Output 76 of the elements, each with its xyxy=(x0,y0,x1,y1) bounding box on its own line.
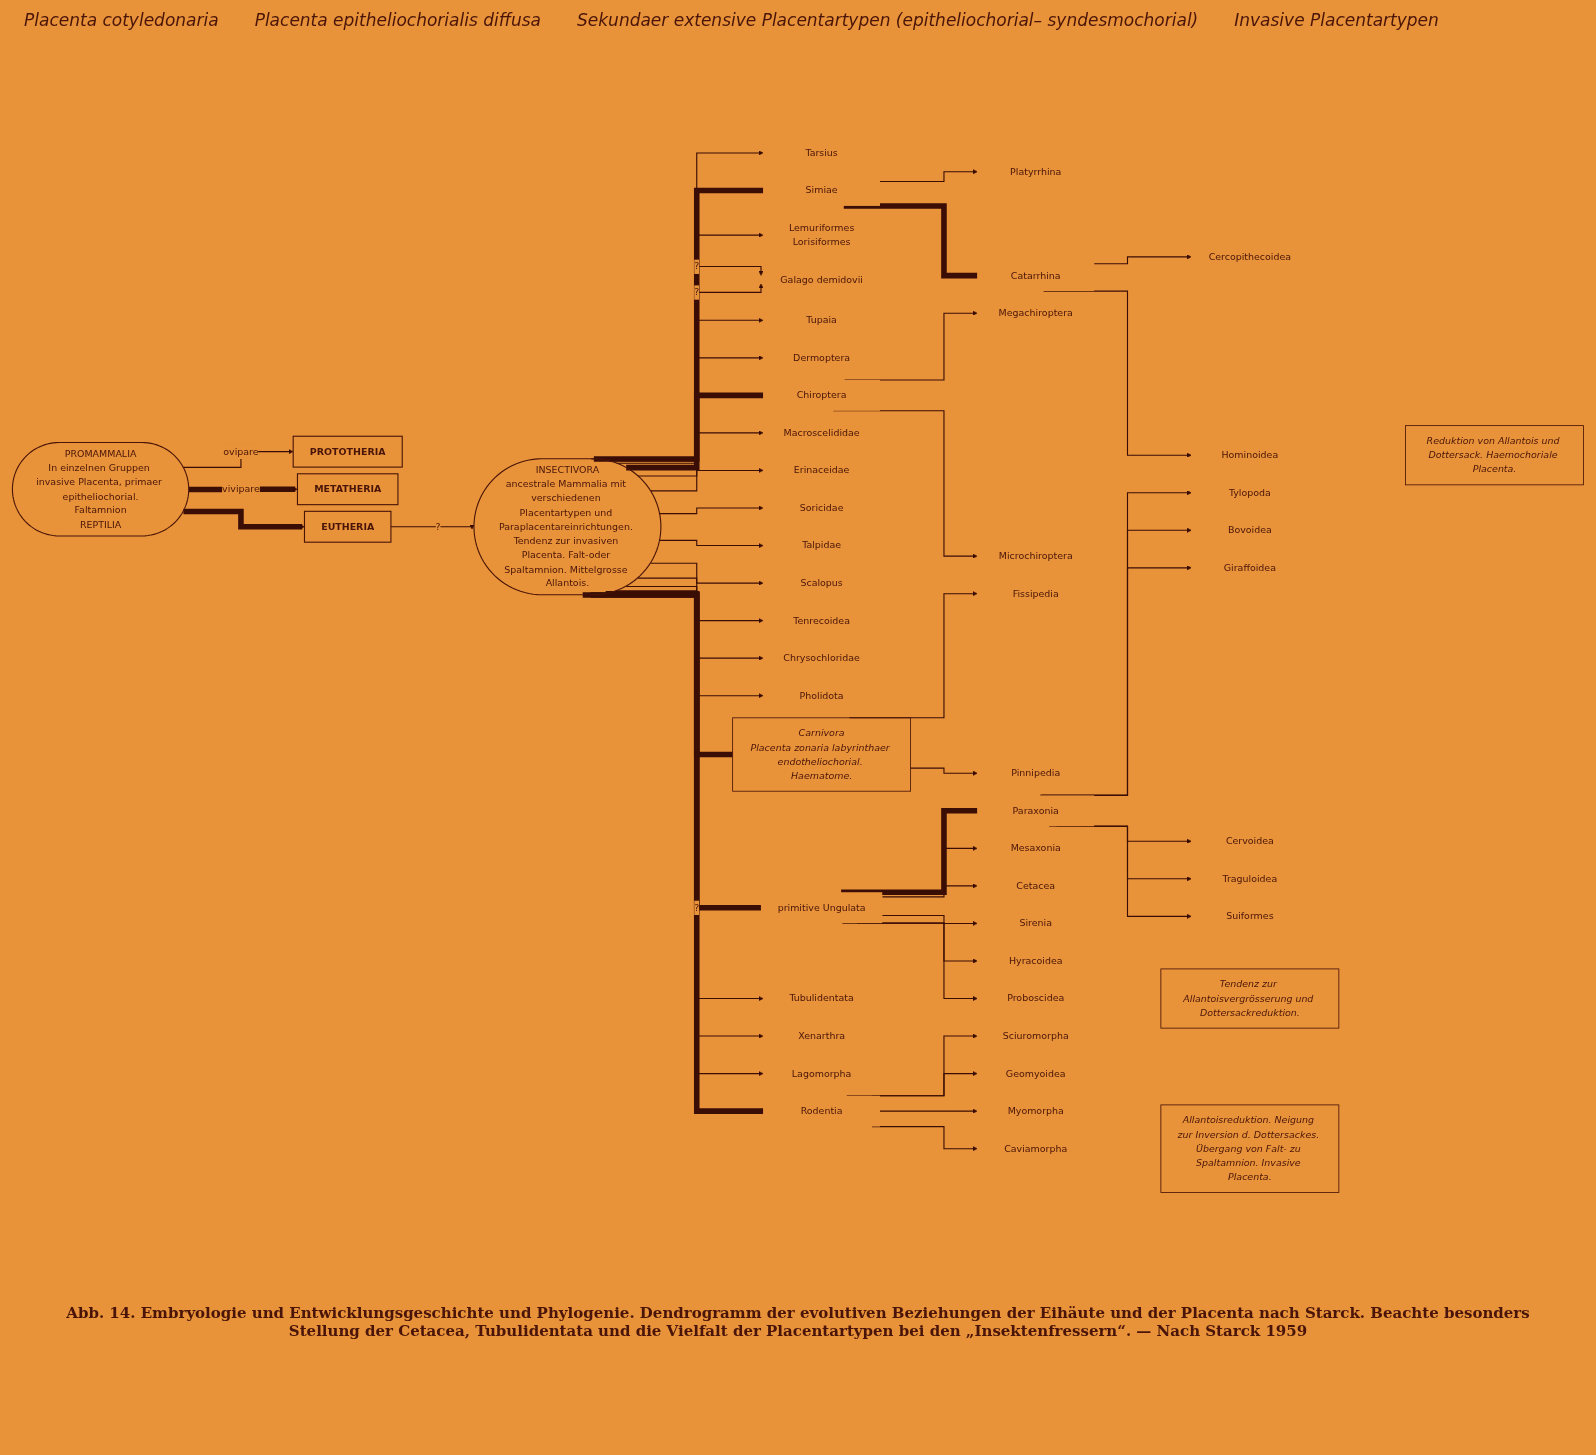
node-text: Suiformes xyxy=(1226,910,1274,922)
node-text: Pholidota xyxy=(799,689,844,701)
node-text: Pinnipedia xyxy=(1011,767,1061,779)
arrow xyxy=(659,505,764,515)
edge-label: ? xyxy=(694,286,700,298)
node-text: Platyrrhina xyxy=(1010,165,1062,177)
arrow xyxy=(650,468,764,492)
node-text: Hyracoidea xyxy=(1008,955,1063,967)
node-text: Sirenia xyxy=(1019,917,1052,929)
node-text: Soricidae xyxy=(799,502,844,514)
node-box: Allantoisreduktion. Neigung zur Inversion d. Dottersackes. Übergang von Falt- zu Spaltamnion. Invasive Placenta. xyxy=(1160,1104,1340,1193)
zone-label: Placenta epitheliochorialis diffusa xyxy=(254,10,541,30)
node-text: Tylopoda xyxy=(1228,486,1271,498)
arrow xyxy=(637,430,764,477)
node-text: Tenrecoidea xyxy=(793,614,850,626)
node-text: Galago demidovii xyxy=(780,273,863,285)
arrow xyxy=(625,585,764,661)
arrow xyxy=(183,508,306,530)
node-text: Traguloidea xyxy=(1222,872,1278,884)
node-text: Erinaceidae xyxy=(793,464,850,476)
arrow xyxy=(1093,254,1192,265)
node-text: Tarsius xyxy=(805,146,838,159)
node-text: Microchiroptera xyxy=(998,550,1073,562)
node-text: Cercopithecoidea xyxy=(1208,250,1292,263)
node-text: Megachiroptera xyxy=(998,307,1073,319)
node-box: Tendenz zur Allantoisvergrösserung und Dottersackreduktion. xyxy=(1160,968,1340,1029)
node-text: Sciuromorpha xyxy=(1002,1030,1069,1042)
node-text: Mesaxonia xyxy=(1010,842,1061,854)
node-text: Xenarthra xyxy=(798,1030,846,1042)
node-text: Hominoidea xyxy=(1221,449,1279,461)
arrow xyxy=(879,169,978,183)
arrow xyxy=(637,577,764,624)
node-text: Proboscidea xyxy=(1007,992,1065,1004)
arrow xyxy=(390,524,475,530)
node-text: Talpidae xyxy=(802,539,842,551)
zone-label: Invasive Placentartypen xyxy=(1234,10,1439,30)
node-text: Cetacea xyxy=(1016,879,1056,892)
node-text: INSECTIVORA ancestrale Mammalia mit verschiedenen Placentartypen und Paraplacentareinrichtungen. Tendenz zur invasiven Placenta. Falt-oder Spaltamnion. Mittelgrosse Allantois. xyxy=(498,464,633,589)
node-text: Dermoptera xyxy=(793,351,851,363)
node-text: Fissipedia xyxy=(1012,587,1059,599)
arrow xyxy=(910,767,978,776)
node-text: Caviamorpha xyxy=(1004,1142,1068,1154)
node-text: Lagomorpha xyxy=(791,1067,852,1079)
node-text: Cervoidea xyxy=(1225,835,1274,847)
zone-label: Sekundaer extensive Placentartypen (epitheliochorial– syndesmochorial) xyxy=(577,10,1199,30)
zone-label: Placenta cotyledonaria xyxy=(24,10,219,30)
edge-label: ovipare xyxy=(223,445,259,457)
node-text: Tubulidentata xyxy=(789,992,854,1004)
edge-label: vivipare xyxy=(222,483,260,495)
arrow xyxy=(616,355,764,464)
node-text: Geomyoidea xyxy=(1005,1067,1066,1079)
node-text: Bovoidea xyxy=(1227,524,1272,536)
arrow xyxy=(881,883,978,898)
node-text: Chrysochloridae xyxy=(783,652,860,664)
edge-label: ? xyxy=(694,260,700,272)
arrow xyxy=(608,317,764,462)
node-box: EUTHERIA xyxy=(303,510,392,543)
node-box: METATHERIA xyxy=(296,473,399,506)
caption: Abb. 14. Embryologie und Entwicklungsgeschichte und Phylogenie. Dendrogramm der evolutiven Beziehungen der Eihäute und der Placenta nach Starck. Beachte besonders Stellung der Cetacea, Tubulidentata und die Vielfalt der Placentartypen bei den „Insektenfressern“. — Nach Starck 1959 xyxy=(65,1303,1531,1342)
node-text: PROMAMMALIA In einzelnen Gruppen invasive Placenta, primaer epitheliochorial. Faltamnion REPTILIA xyxy=(36,447,162,530)
node-box: PROTOTHERIA xyxy=(292,435,403,468)
edge-label: ? xyxy=(694,901,700,913)
node-box: Carnivora Placenta zonaria labyrinthaer endotheliochorial. Haematome. xyxy=(732,717,911,792)
edge-label: ? xyxy=(435,520,441,532)
node-text: Macroscelididae xyxy=(783,426,860,439)
arrow xyxy=(879,1108,978,1114)
arrow xyxy=(650,562,764,586)
node-text: Lemuriformes Lorisiformes xyxy=(788,222,855,248)
node-text: Giraffoidea xyxy=(1223,561,1276,573)
arrow xyxy=(616,590,764,699)
arrow xyxy=(659,539,764,548)
node-text: Scalopus xyxy=(800,577,843,589)
node-text: Tupaia xyxy=(806,314,837,326)
arrow xyxy=(881,914,978,926)
node-box: Reduktion von Allantois und Dottersack. Haemochoriale Placenta. xyxy=(1405,425,1584,486)
node-text: Myomorpha xyxy=(1007,1105,1064,1117)
